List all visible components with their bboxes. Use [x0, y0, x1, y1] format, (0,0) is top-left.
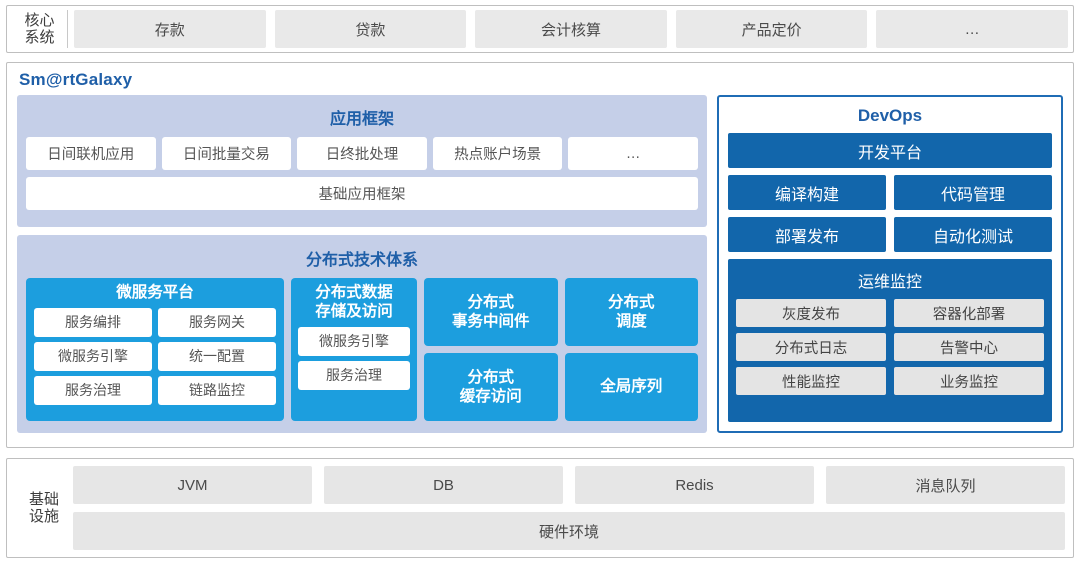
microservice-chip[interactable]: 统一配置: [158, 341, 276, 371]
microservice-chip-row: 服务编排 服务网关: [34, 307, 276, 337]
microservice-chip[interactable]: 微服务引擎: [34, 341, 152, 371]
infrastructure-hardware-environment[interactable]: 硬件环境: [73, 512, 1065, 550]
base-application-framework[interactable]: 基础应用框架: [26, 177, 698, 210]
infrastructure-item-message-queue[interactable]: 消息队列: [826, 466, 1065, 504]
tile-line1: 分布式: [467, 368, 514, 386]
core-systems-row: 核心 系统 存款 贷款 会计核算 产品定价 …: [6, 5, 1074, 53]
microservice-chip-row: 服务治理 链路监控: [34, 375, 276, 405]
smartgalaxy-panel: Sm@rtGalaxy 应用框架 日间联机应用 日间批量交易 日终批处理 热点账…: [6, 62, 1074, 448]
infrastructure-label-line2: 设施: [28, 508, 59, 525]
distributed-scheduling-tile[interactable]: 分布式 调度: [564, 278, 698, 346]
devops-column: DevOps 开发平台 编译构建 代码管理 部署发布 自动化测试 运维监控 灰度…: [717, 95, 1063, 433]
ops-performance-monitor[interactable]: 性能监控: [736, 367, 886, 395]
distributed-datastore-title: 分布式数据 存储及访问: [298, 284, 410, 322]
devops-title: DevOps: [857, 106, 923, 125]
devops-ops-monitoring-block: 运维监控 灰度发布 容器化部署 分布式日志 告警中心 性能监控 业务监控: [728, 259, 1052, 422]
tile-line1: 全局序列: [600, 378, 663, 396]
infrastructure-body: JVM DB Redis 消息队列 硬件环境: [73, 466, 1065, 550]
application-framework-section: 应用框架 日间联机应用 日间批量交易 日终批处理 热点账户场景 … 基础应用框架: [17, 95, 707, 227]
tile-line2: 缓存访问: [459, 388, 522, 405]
distributed-datastore-block[interactable]: 分布式数据 存储及访问 微服务引擎 服务治理: [291, 278, 417, 421]
devops-automated-test[interactable]: 自动化测试: [894, 217, 1052, 252]
core-system-item[interactable]: 存款: [74, 10, 266, 48]
smartgalaxy-body: 应用框架 日间联机应用 日间批量交易 日终批处理 热点账户场景 … 基础应用框架…: [17, 95, 1063, 433]
devops-row-build: 编译构建 代码管理: [728, 175, 1052, 210]
app-framework-chip[interactable]: 日间联机应用: [26, 137, 156, 170]
infrastructure-items-row: JVM DB Redis 消息队列: [73, 466, 1065, 504]
distributed-tiles-group: 分布式 事务中间件 分布式 缓存访问: [424, 278, 698, 421]
smartgalaxy-left-column: 应用框架 日间联机应用 日间批量交易 日终批处理 热点账户场景 … 基础应用框架…: [17, 95, 707, 433]
infrastructure-hardware-row: 硬件环境: [73, 512, 1065, 550]
ops-monitoring-row: 性能监控 业务监控: [736, 367, 1044, 395]
microservice-chip-grid: 服务编排 服务网关 微服务引擎 统一配置 服务治理 链路监控: [34, 307, 276, 405]
microservice-chip[interactable]: 服务治理: [34, 375, 152, 405]
devops-compile-build[interactable]: 编译构建: [728, 175, 886, 210]
devops-development-platform[interactable]: 开发平台: [728, 133, 1052, 168]
ops-monitoring-title: 运维监控: [857, 274, 922, 291]
app-framework-chip-more[interactable]: …: [568, 137, 698, 170]
ops-container-deploy[interactable]: 容器化部署: [894, 299, 1044, 327]
devops-code-management[interactable]: 代码管理: [894, 175, 1052, 210]
infrastructure-item-redis[interactable]: Redis: [575, 466, 814, 504]
ops-business-monitor[interactable]: 业务监控: [894, 367, 1044, 395]
microservice-platform-title: 微服务平台: [116, 284, 194, 301]
application-framework-chip-row: 日间联机应用 日间批量交易 日终批处理 热点账户场景 …: [26, 137, 698, 170]
distributed-datastore-title-line1: 分布式数据: [315, 284, 393, 301]
distributed-datastore-chip-list: 微服务引擎 服务治理: [298, 326, 410, 390]
devops-deploy-release[interactable]: 部署发布: [728, 217, 886, 252]
datastore-chip[interactable]: 服务治理: [298, 360, 410, 390]
devops-row-deploy: 部署发布 自动化测试: [728, 217, 1052, 252]
core-systems-items: 存款 贷款 会计核算 产品定价 …: [74, 10, 1068, 48]
distributed-technology-title: 分布式技术体系: [305, 252, 418, 269]
devops-panel: DevOps 开发平台 编译构建 代码管理 部署发布 自动化测试 运维监控 灰度…: [717, 95, 1063, 433]
app-framework-chip[interactable]: 日间批量交易: [161, 137, 292, 170]
microservice-platform-block[interactable]: 微服务平台 服务编排 服务网关 微服务引擎 统一配置: [26, 278, 284, 421]
distributed-technology-section: 分布式技术体系 微服务平台 服务编排 服务网关 微服务引: [17, 235, 707, 433]
global-sequence-tile[interactable]: 全局序列: [564, 353, 698, 421]
core-system-item[interactable]: 产品定价: [675, 10, 868, 48]
tile-line1: 分布式: [607, 293, 655, 311]
distributed-tiles-column-right: 分布式 调度 全局序列: [564, 278, 698, 421]
core-systems-label-line1: 核心: [24, 11, 55, 29]
microservice-chip[interactable]: 链路监控: [158, 375, 276, 405]
infrastructure-item-db[interactable]: DB: [324, 466, 563, 504]
application-framework-title: 应用框架: [329, 111, 394, 128]
distributed-tiles-columns: 分布式 事务中间件 分布式 缓存访问: [424, 278, 698, 421]
microservice-chip-row: 微服务引擎 统一配置: [34, 341, 276, 371]
core-system-item[interactable]: 贷款: [274, 10, 467, 48]
tile-line2: 事务中间件: [451, 313, 530, 330]
distributed-columns: 微服务平台 服务编排 服务网关 微服务引擎 统一配置: [26, 278, 698, 421]
infrastructure-label: 基础 设施: [15, 466, 73, 550]
microservice-chip[interactable]: 服务编排: [34, 307, 152, 337]
infrastructure-item-jvm[interactable]: JVM: [73, 466, 312, 504]
distributed-datastore-title-line2: 存储及访问: [315, 302, 393, 320]
tile-line1: 分布式: [467, 293, 514, 311]
distributed-transaction-middleware-tile[interactable]: 分布式 事务中间件: [424, 278, 558, 346]
smartgalaxy-title: Sm@rtGalaxy: [19, 70, 133, 89]
core-system-item-more[interactable]: …: [876, 10, 1068, 48]
ops-monitoring-row: 分布式日志 告警中心: [736, 333, 1044, 361]
ops-alert-center[interactable]: 告警中心: [894, 333, 1044, 361]
ops-distributed-log[interactable]: 分布式日志: [736, 333, 886, 361]
ops-monitoring-row: 灰度发布 容器化部署: [736, 299, 1044, 327]
app-framework-chip[interactable]: 日终批处理: [297, 137, 427, 170]
app-framework-chip[interactable]: 热点账户场景: [432, 137, 563, 170]
core-systems-label: 核心 系统: [12, 10, 68, 48]
tile-line2: 调度: [615, 313, 647, 330]
core-systems-label-line2: 系统: [24, 29, 55, 46]
distributed-tiles-column-left: 分布式 事务中间件 分布式 缓存访问: [424, 278, 558, 421]
infrastructure-label-line1: 基础: [28, 490, 59, 508]
datastore-chip[interactable]: 微服务引擎: [298, 326, 410, 356]
microservice-chip[interactable]: 服务网关: [158, 307, 276, 337]
core-system-item[interactable]: 会计核算: [475, 10, 667, 48]
ops-gray-release[interactable]: 灰度发布: [736, 299, 886, 327]
infrastructure-row: 基础 设施 JVM DB Redis 消息队列 硬件环境: [6, 458, 1074, 558]
distributed-cache-access-tile[interactable]: 分布式 缓存访问: [424, 353, 558, 421]
